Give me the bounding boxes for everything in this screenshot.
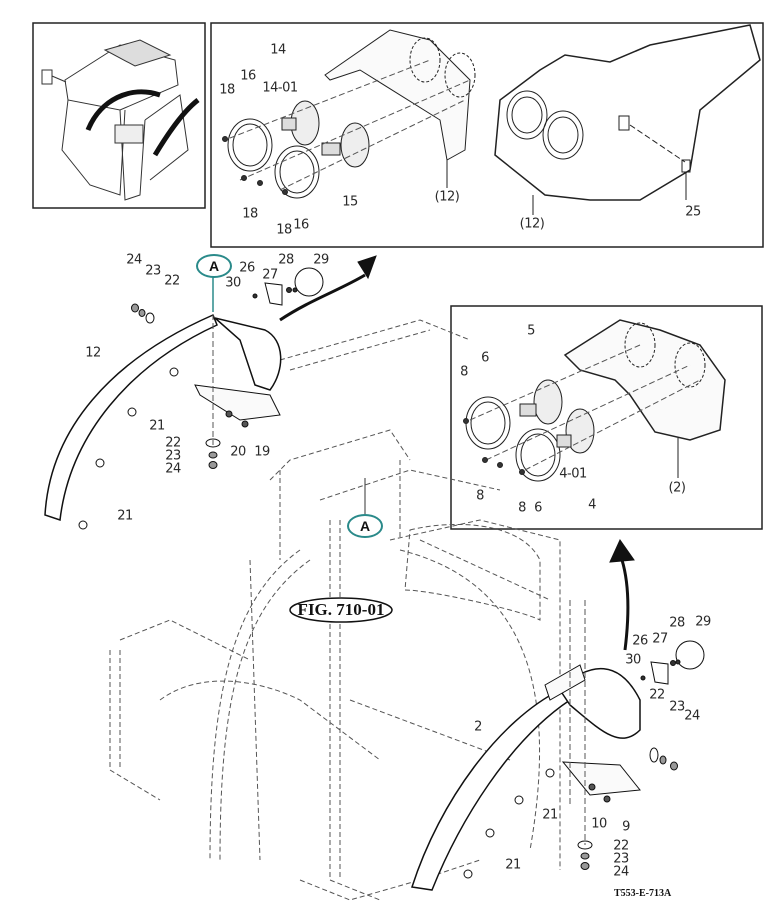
- section-a-label: A: [359, 518, 371, 534]
- part-label: 28: [278, 252, 294, 268]
- part-label: 18: [242, 206, 258, 222]
- part-label: 10: [591, 816, 607, 832]
- part-label: 16: [240, 68, 256, 84]
- part-label: 25: [685, 204, 701, 220]
- part-label: 30: [225, 275, 241, 291]
- part-label: 8: [476, 488, 484, 504]
- part-label: 8: [460, 364, 468, 380]
- part-label: 22: [613, 838, 629, 854]
- part-label: 24: [165, 461, 181, 477]
- part-label: 14: [270, 42, 286, 58]
- part-label: 4-01: [559, 466, 587, 482]
- part-label: 27: [652, 631, 668, 647]
- part-label: 26: [239, 260, 255, 276]
- part-label: 18: [276, 222, 292, 238]
- part-label: 28: [669, 615, 685, 631]
- part-label: 27: [262, 267, 278, 283]
- part-label: 6: [534, 500, 542, 516]
- part-label: 19: [254, 444, 270, 460]
- part-label: (12): [519, 216, 545, 232]
- part-label: 20: [230, 444, 246, 460]
- section-a-callout-lower[interactable]: A: [347, 514, 383, 538]
- part-label: 22: [164, 273, 180, 289]
- part-label: 21: [505, 857, 521, 873]
- fig-reference-link[interactable]: FIG. 710-01: [297, 600, 385, 619]
- part-label: 21: [117, 508, 133, 524]
- part-label: 15: [342, 194, 358, 210]
- fig-reference-outline: [289, 597, 393, 623]
- part-label: 14-01: [262, 80, 298, 96]
- part-label: 6: [481, 350, 489, 366]
- part-label: 24: [684, 708, 700, 724]
- cab-overview-illustration: [41, 39, 200, 201]
- part-label: 16: [293, 217, 309, 233]
- part-label: 30: [625, 652, 641, 668]
- part-label: 22: [165, 435, 181, 451]
- part-label: 22: [649, 687, 665, 703]
- part-label: 5: [527, 323, 535, 339]
- right-fender-drawing: [411, 538, 705, 891]
- part-label: 23: [613, 851, 629, 867]
- part-label: 21: [542, 807, 558, 823]
- lower-lamp-assembly-drawing: [463, 319, 726, 482]
- part-label: 23: [165, 448, 181, 464]
- part-label: 21: [149, 418, 165, 434]
- upper-lamp-assembly-drawing: [222, 24, 761, 215]
- part-label: 26: [632, 633, 648, 649]
- part-label: 4: [588, 497, 596, 513]
- part-label: 8: [518, 500, 526, 516]
- part-label: 29: [313, 252, 329, 268]
- part-label: 24: [126, 252, 142, 268]
- left-fender-drawing: [44, 255, 377, 530]
- drawing-code: T553-E-713A: [614, 888, 672, 899]
- part-label: 9: [622, 819, 630, 835]
- part-label: 23: [669, 699, 685, 715]
- part-label: (2): [668, 480, 686, 496]
- section-a-callout-upper[interactable]: A: [196, 254, 232, 278]
- part-label: 2: [474, 719, 482, 735]
- part-label: 12: [85, 345, 101, 361]
- part-label: 18: [219, 82, 235, 98]
- part-label: 23: [145, 263, 161, 279]
- part-label: 24: [613, 864, 629, 880]
- part-label: 29: [695, 614, 711, 630]
- section-a-label: A: [208, 258, 220, 274]
- part-label: (12): [434, 189, 460, 205]
